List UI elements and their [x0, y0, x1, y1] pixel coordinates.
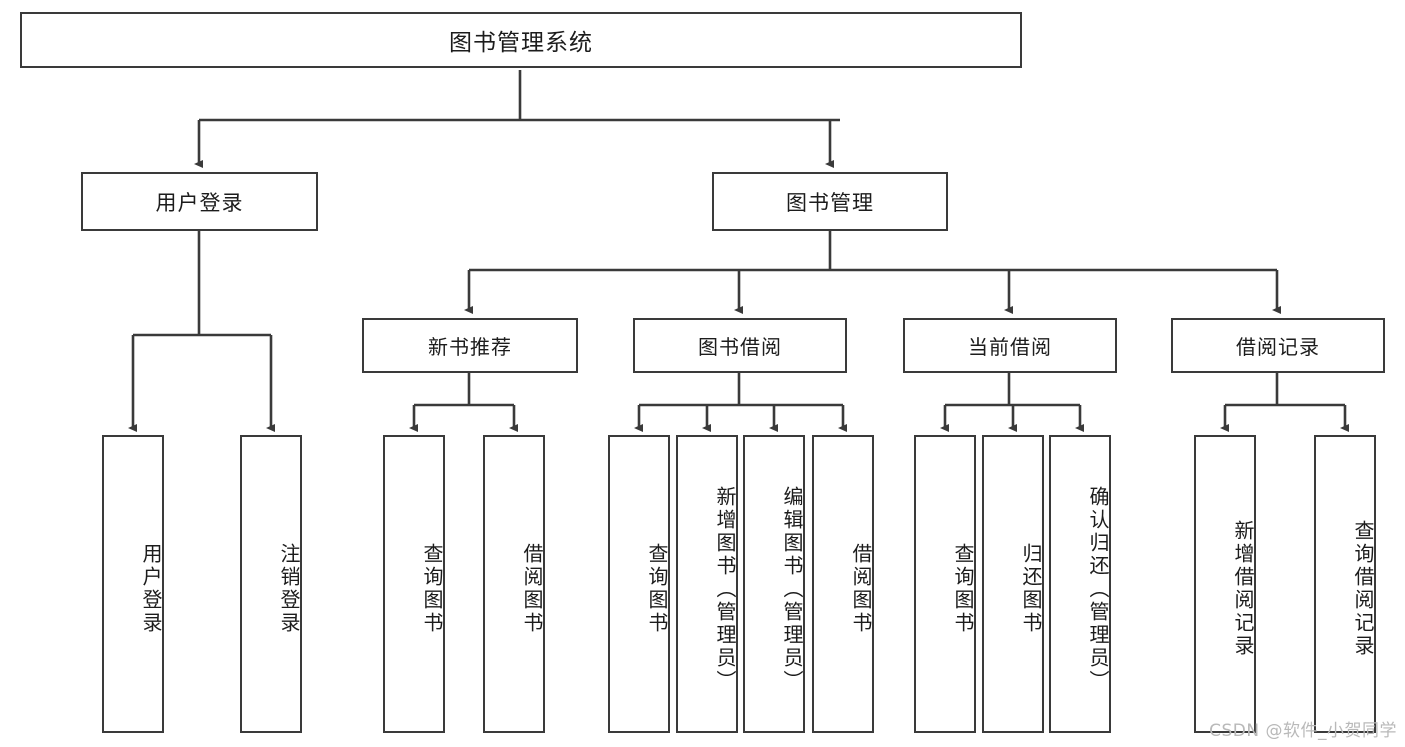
- node-leaf-add-borrow-record-label: 新增借阅记录: [1231, 520, 1255, 658]
- node-current-borrow[interactable]: 当前借阅: [903, 318, 1117, 373]
- node-leaf-confirm-return[interactable]: 确认归还（管理员）: [1049, 435, 1111, 733]
- node-leaf-logout-login-label: 注销登录: [277, 543, 301, 635]
- node-leaf-borrow-book-2-label: 借阅图书: [849, 543, 873, 635]
- node-current-borrow-label: 当前借阅: [968, 335, 1052, 359]
- node-book-borrow-label: 图书借阅: [698, 335, 782, 359]
- node-new-book-recommend[interactable]: 新书推荐: [362, 318, 578, 373]
- node-leaf-logout-login[interactable]: 注销登录: [240, 435, 302, 733]
- node-book-borrow[interactable]: 图书借阅: [633, 318, 847, 373]
- node-leaf-edit-book-label: 编辑图书（管理员）: [780, 485, 804, 693]
- node-leaf-return-book-label: 归还图书: [1019, 543, 1043, 635]
- node-leaf-query-book-3-label: 查询图书: [951, 543, 975, 635]
- node-root[interactable]: 图书管理系统: [20, 12, 1022, 68]
- node-leaf-user-login[interactable]: 用户登录: [102, 435, 164, 733]
- node-leaf-query-book-2-label: 查询图书: [645, 543, 669, 635]
- node-user-login-label: 用户登录: [155, 190, 244, 215]
- node-user-login[interactable]: 用户登录: [81, 172, 318, 231]
- node-leaf-query-book-1-label: 查询图书: [420, 543, 444, 635]
- node-leaf-query-borrow-record-label: 查询借阅记录: [1351, 520, 1375, 658]
- node-leaf-borrow-book-2[interactable]: 借阅图书: [812, 435, 874, 733]
- node-leaf-user-login-label: 用户登录: [139, 543, 163, 635]
- node-leaf-borrow-book-1-label: 借阅图书: [520, 543, 544, 635]
- node-leaf-query-book-1[interactable]: 查询图书: [383, 435, 445, 733]
- node-new-book-recommend-label: 新书推荐: [428, 335, 512, 359]
- node-borrow-record-label: 借阅记录: [1236, 335, 1320, 359]
- node-leaf-return-book[interactable]: 归还图书: [982, 435, 1044, 733]
- node-leaf-edit-book[interactable]: 编辑图书（管理员）: [743, 435, 805, 733]
- watermark: CSDN @软件_小贺同学: [1209, 721, 1397, 741]
- node-leaf-add-book[interactable]: 新增图书（管理员）: [676, 435, 738, 733]
- node-book-management-label: 图书管理: [786, 190, 874, 215]
- node-root-label: 图书管理系统: [449, 30, 593, 56]
- node-leaf-query-borrow-record[interactable]: 查询借阅记录: [1314, 435, 1376, 733]
- node-leaf-borrow-book-1[interactable]: 借阅图书: [483, 435, 545, 733]
- node-leaf-query-book-3[interactable]: 查询图书: [914, 435, 976, 733]
- node-leaf-query-book-2[interactable]: 查询图书: [608, 435, 670, 733]
- node-borrow-record[interactable]: 借阅记录: [1171, 318, 1385, 373]
- node-book-management[interactable]: 图书管理: [712, 172, 948, 231]
- node-leaf-add-borrow-record[interactable]: 新增借阅记录: [1194, 435, 1256, 733]
- node-leaf-add-book-label: 新增图书（管理员）: [713, 485, 737, 693]
- node-leaf-confirm-return-label: 确认归还（管理员）: [1086, 485, 1110, 693]
